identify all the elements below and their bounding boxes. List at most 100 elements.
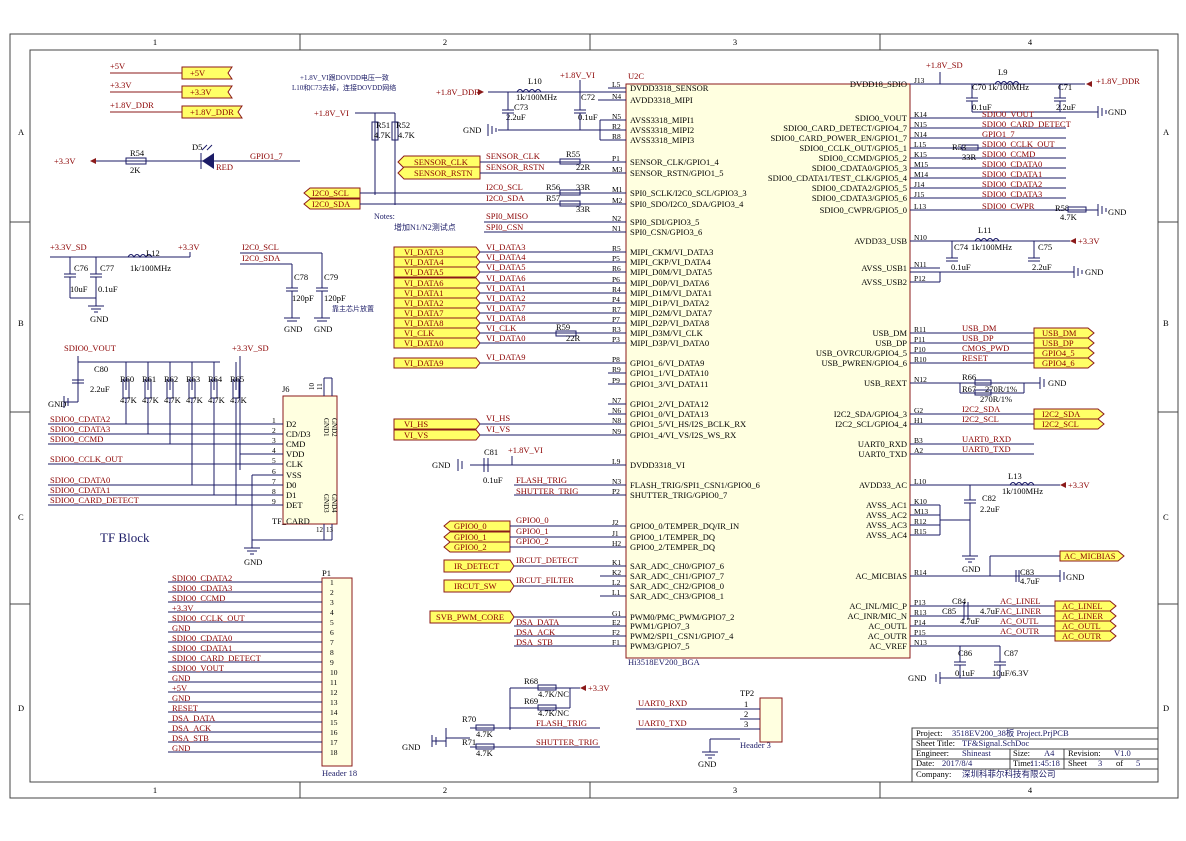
pin-num: N13 (914, 638, 927, 647)
net-label: I2C2_SDA (962, 404, 1001, 414)
net-label: VI_DATA4 (486, 252, 526, 262)
port-flag-label: GPIO0_1 (454, 532, 487, 542)
ref-label: C83 (1020, 567, 1034, 577)
pin-num: R9 (612, 365, 621, 374)
value-label: 4.7K (1060, 212, 1078, 222)
gnd-label: GND (314, 324, 332, 334)
ref-label: D5 (192, 142, 202, 152)
pin-name: SPI0_SDO/I2C0_SDA/GPIO3_4 (630, 199, 744, 209)
pin-name: SAR_ADC_CH1/GPIO7_7 (630, 571, 724, 581)
pin-name: CLK (286, 459, 304, 469)
power-port: +3.3V (178, 242, 200, 252)
net-label: FLASH_TRIG (536, 718, 587, 728)
resistor-r59 (555, 330, 577, 337)
power-port: +1.8V_VI (508, 445, 543, 455)
col-label: 4 (1028, 37, 1033, 47)
value-label: 2.2uF (506, 112, 526, 122)
value-label: 22R (566, 333, 581, 343)
row-label: D (18, 703, 24, 713)
pin-num: M14 (914, 170, 928, 179)
row-label: D (1163, 703, 1169, 713)
i2c0-caps: I2C0_SCL I2C0_SDA C78 C79 120pF 120pF GN… (240, 242, 346, 334)
pin-num: K1 (612, 558, 621, 567)
port-flag-label: AC_MICBIAS (1064, 551, 1116, 561)
pin-num: N12 (914, 375, 927, 384)
gnd-label: GND (90, 314, 108, 324)
title-label: Engineer: (916, 748, 949, 758)
value-label: 120pF (292, 293, 314, 303)
audio-power: L13 1k/100MHz +3.3V C82 2.2uF GND (910, 471, 1090, 574)
sdio-power: +1.8V_SD L9 1k/100MHz +1.8V_DDR C70 0.1u… (910, 60, 1140, 118)
usb-signals: USB_DM USB_DP CMOS_PWD RESET USB_DM USB_… (910, 323, 1095, 369)
pin-num: 9 (272, 497, 276, 506)
net-label: SDIO0_CCMD (982, 149, 1035, 159)
pin-name: SPI0_SDI/GPIO3_5 (630, 217, 699, 227)
net-label: CMOS_PWD (962, 343, 1009, 353)
net-label: VI_DATA3 (486, 242, 525, 252)
pin-num: H2 (612, 539, 621, 548)
ref-label: R60 (120, 374, 134, 384)
pin-name: SENSOR_RSTN/GPIO1_5 (630, 168, 724, 178)
pin-name: CD/D3 (286, 429, 311, 439)
pin-num: P9 (612, 376, 620, 385)
pin-num: 11 (316, 383, 324, 390)
uart-testpoint-tp2: UART0_RXD UART0_TXD GND TP2 Header 3 1 2… (636, 688, 783, 769)
pin-name: USB_PWREN/GPIO4_6 (822, 358, 907, 368)
port-flag-label: VI_DATA8 (404, 318, 443, 328)
port-flag-label: USB_DM (1042, 328, 1077, 338)
row-label: A (1163, 127, 1170, 137)
pin-num: 14 (330, 708, 338, 717)
gnd-label: GND (48, 399, 66, 409)
ref-label: L11 (978, 225, 991, 235)
col-label: 4 (1028, 785, 1033, 795)
pin-num: L10 (914, 477, 926, 486)
audio-signals: C84 C85 4.7uF 4.7uF AC_LINEL AC_LINER AC… (910, 596, 1117, 642)
pin-name: MIPI_D1M/VI_DATA1 (630, 288, 712, 298)
tf-card-block: SDIO0_VOUT +3.3V_SD C80 2.2uF GND R604.7… (48, 343, 338, 567)
pin-name: GPIO0_0/TEMPER_DQ/IR_IN (630, 521, 739, 531)
port-flag (393, 266, 481, 278)
net-label: SDIO0_CDATA2 (50, 414, 110, 424)
port-flag-label: SENSOR_RSTN (414, 168, 473, 178)
pin-num: R11 (914, 325, 926, 334)
pin-num: 12 (316, 526, 324, 534)
placement-note: 靠主芯片放置 (332, 304, 374, 313)
pin-name: D2 (286, 419, 296, 429)
port-flag-label: +5V (190, 68, 206, 78)
pin-num: L2 (612, 578, 621, 587)
col-label: 1 (153, 785, 157, 795)
power-port: +3.3V (1068, 480, 1090, 490)
design-note: L10和C73去掉，连接DOVDD网络 (292, 83, 396, 92)
ref-label: C82 (982, 493, 996, 503)
ref-label: R63 (186, 374, 200, 384)
ref-label: R56 (546, 182, 560, 192)
ref-label: R61 (142, 374, 156, 384)
value-label: 4.7uF (960, 616, 980, 626)
pin-num: R6 (612, 264, 621, 273)
ref-label: C80 (94, 364, 108, 374)
cwpr-gnd: GND (1066, 204, 1126, 217)
value-label: 10uF (70, 284, 88, 294)
pin-name: GND1 (322, 418, 330, 437)
pin-num: R15 (914, 527, 927, 536)
pin-name: AVSS_USB2 (861, 277, 907, 287)
net-label: +3.3V (110, 80, 132, 90)
ref-label: TP2 (740, 688, 754, 698)
pin-name: UART0_RXD (858, 439, 907, 449)
pin-num: K15 (914, 150, 927, 159)
port-flag-label: VI_DATA4 (404, 257, 444, 267)
gnd-label: GND (244, 557, 262, 567)
pin-name: MIPI_D2M/VI_DATA7 (630, 308, 712, 318)
pin-name: D0 (286, 480, 296, 490)
resistor-r53 (961, 144, 979, 151)
pin-num: P5 (612, 254, 620, 263)
gnd-label: GND (463, 125, 481, 135)
pin-name: GPIO1_0/VI_DATA13 (630, 409, 709, 419)
pin-num: 6 (272, 467, 276, 476)
sensor-signals: SENSOR_CLK SENSOR_RSTN SENSOR_CLK SENSOR… (397, 149, 626, 180)
power-arrow (478, 89, 484, 95)
port-flag-label: VI_CLK (404, 328, 435, 338)
pin-num: N5 (612, 112, 621, 121)
inductor-l10 (516, 89, 542, 93)
